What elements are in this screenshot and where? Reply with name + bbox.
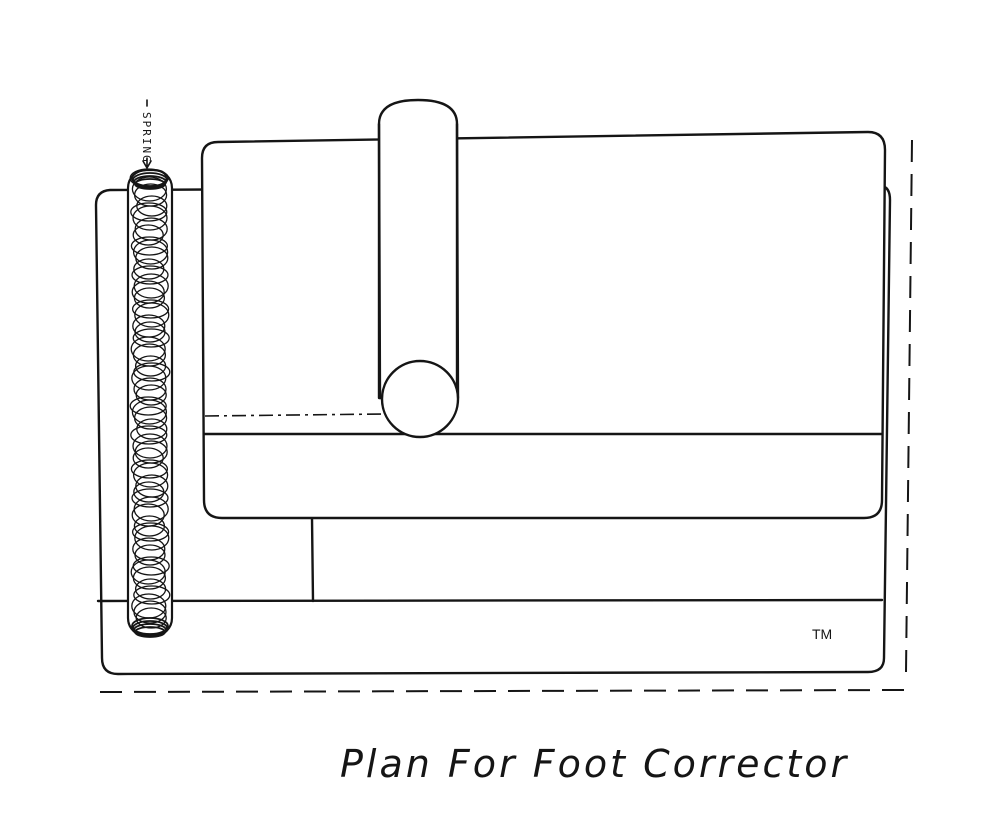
- spring-coil-loop: [130, 236, 169, 256]
- spring-coil-loop: [129, 396, 167, 416]
- spring-coil-loop: [133, 287, 166, 309]
- spring-coil-loop: [134, 525, 170, 551]
- spring-coil-loop: [135, 246, 169, 270]
- spring-coil-loop: [132, 447, 164, 469]
- spring-coil-loop: [132, 566, 167, 590]
- base-plate: [94, 184, 892, 676]
- hidden-line: [204, 413, 385, 417]
- spring-end-loop: [133, 175, 167, 189]
- spring-coil-loop: [130, 202, 168, 222]
- spring-annotation: SPRING: [140, 99, 153, 170]
- spring-label: SPRING: [140, 112, 153, 164]
- spring-coil-loop: [130, 336, 166, 362]
- spring-end-loop: [134, 178, 166, 190]
- spring-coil-loop: [132, 239, 169, 265]
- trademark-mark: TM: [812, 626, 832, 642]
- roller-cylinder: [377, 98, 460, 439]
- spring-end-loop: [132, 172, 168, 188]
- spring-coil-loop: [130, 425, 168, 445]
- drawing-caption: Plan For Foot Corrector: [340, 742, 849, 786]
- spring-coil-loop: [131, 488, 169, 508]
- spring-coil-loop: [133, 585, 171, 605]
- spring-coil-loop: [132, 205, 168, 231]
- upper-platform: [200, 130, 887, 520]
- spring-coil-loop: [131, 365, 167, 391]
- dashed-boundary: [99, 139, 913, 693]
- roller-end: [380, 359, 460, 439]
- spring-coil-loop: [135, 384, 167, 406]
- spring-coil-loop: [132, 433, 168, 459]
- spring-coil-loop: [133, 406, 168, 430]
- spring-coil-loop: [132, 224, 164, 246]
- spring-end-loop: [132, 620, 168, 636]
- spring-coil-loop: [133, 600, 167, 624]
- lower-rail: [96, 516, 884, 603]
- spring-coil-loop: [132, 462, 169, 488]
- spring-end-loop: [134, 626, 166, 638]
- spring-coil-loop: [134, 544, 166, 566]
- spring-end-loop: [133, 623, 167, 637]
- spring-coil-loop: [134, 302, 170, 328]
- spring-coil-loop: [135, 607, 167, 629]
- spring-end-loop: [131, 169, 169, 187]
- spring-coil-loop: [131, 399, 168, 425]
- spring-coil-loop: [131, 299, 170, 319]
- spring-coil-loop: [131, 265, 169, 285]
- spring-coil-loop: [131, 176, 168, 202]
- spring-coil-loop: [130, 459, 169, 479]
- spring-coil: [126, 168, 174, 638]
- spring-coil-loop: [131, 522, 170, 542]
- spring-end-loop: [131, 617, 169, 635]
- spring-coil-loop: [132, 328, 170, 348]
- spring-coil-loop: [130, 559, 166, 585]
- spring-arrow: [142, 157, 152, 170]
